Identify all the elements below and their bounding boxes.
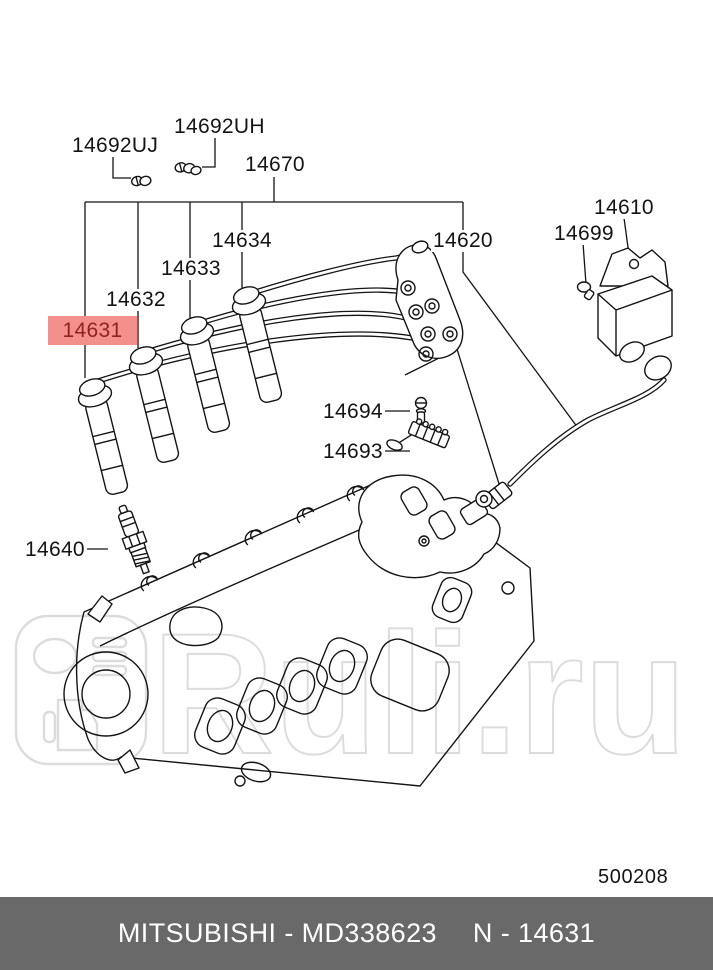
end-port [431,576,473,624]
part-label-14632[interactable]: 14632 [104,288,168,311]
part-label-14693[interactable]: 14693 [321,440,385,463]
part-label-14699[interactable]: 14699 [552,222,616,245]
part-label-14620[interactable]: 14620 [431,229,495,252]
wire-clip-14692uj [130,175,152,187]
watermark-text: Ruli.ru [152,598,687,790]
footer-bar: MITSUBISHI - MD338623 N - 14631 [0,897,713,970]
spark-plug-wires [77,240,464,496]
part-label-14692uj[interactable]: 14692UJ [70,134,161,157]
wire-boot-4 [231,286,283,404]
distributor-end-connectors [395,240,464,362]
watermark-logo-icon [14,614,148,766]
wire-clip-14692uh [174,162,202,176]
part-label-14631-highlighted[interactable]: 14631 [48,316,137,345]
wire-boot-2 [128,346,180,464]
footer-part-ref: N - 14631 [472,918,596,948]
part-label-14670[interactable]: 14670 [243,153,307,176]
mounting-bolt-14699 [576,281,595,301]
engine-cylinder-head [63,474,535,787]
footer-brand-oem: MITSUBISHI - MD338623 [117,918,437,948]
part-label-14634[interactable]: 14634 [210,229,274,252]
part-label-14610[interactable]: 14610 [592,196,656,219]
part-label-14694[interactable]: 14694 [321,400,385,423]
wire-boot-1 [77,378,129,496]
spark-plug [117,504,151,575]
distributor [357,474,501,579]
part-label-14692uh[interactable]: 14692UH [172,115,267,138]
coil-wire [475,377,667,510]
part-label-14640[interactable]: 14640 [23,538,87,561]
part-label-14633[interactable]: 14633 [159,257,223,280]
ignition-coil [475,247,673,510]
wire-boot-3 [179,316,231,434]
drawing-number: 500208 [598,866,669,888]
watermark: Ruli.ru [14,597,688,791]
wire-clamp-14693 [386,418,451,451]
